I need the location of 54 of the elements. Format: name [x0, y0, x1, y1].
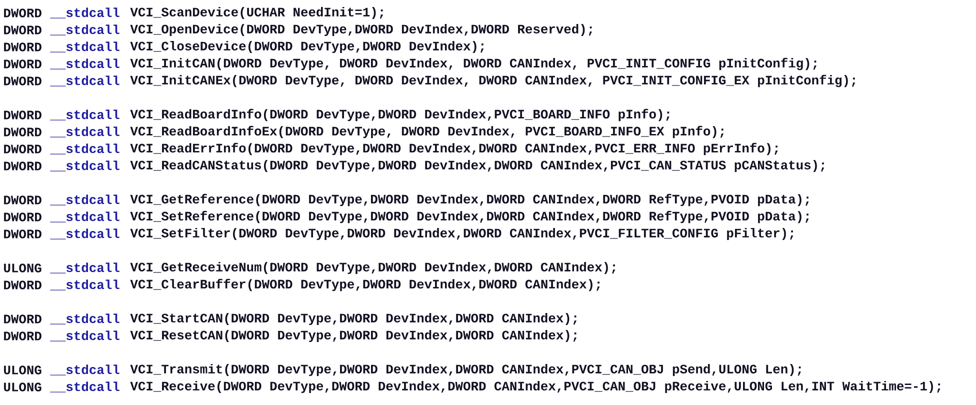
calling-convention: __stdcall	[50, 110, 120, 120]
function-signature: VCI_GetReference(DWORD DevType,DWORD DevIndex,DWORD CANIndex,DWORD RefType,PVOID pData);	[130, 194, 809, 206]
function-signature: VCI_CloseDevice(DWORD DevType,DWORD DevIndex);	[130, 41, 484, 54]
function-signature: VCI_InitCAN(DWORD DevType, DWORD DevIndex, DWORD CANIndex, PVCI_INIT_CONFIG pInitConfig);	[130, 58, 816, 70]
function-signature: VCI_StartCAN(DWORD DevType,DWORD DevIndex,DWORD CANIndex);	[130, 313, 576, 326]
return-type: DWORD	[4, 230, 42, 238]
calling-convention: __stdcall	[50, 280, 120, 290]
function-signature: VCI_ResetCAN(DWORD DevType,DWORD DevIndex,DWORD CANIndex);	[130, 330, 576, 342]
function-signature: VCI_Transmit(DWORD DevType,DWORD DevIndex,DWORD CANIndex,PVCI_CAN_OBJ pSend,ULONG Len);	[130, 364, 801, 376]
calling-convention: __stdcall	[50, 76, 120, 86]
return-type: ULONG	[4, 264, 42, 272]
calling-convention: __stdcall	[50, 8, 120, 18]
return-type: DWORD	[4, 162, 42, 170]
function-signature: VCI_Receive(DWORD DevType,DWORD DevIndex,DWORD CANIndex,PVCI_CAN_OBJ pReceive,ULONG Len,INT WaitTime=-1);	[130, 381, 940, 394]
calling-convention: __stdcall	[50, 364, 120, 376]
return-type: DWORD	[4, 332, 42, 340]
calling-convention: __stdcall	[50, 160, 120, 172]
calling-convention: __stdcall	[50, 24, 120, 36]
function-signature: VCI_InitCANEx(DWORD DevType, DWORD DevIndex, DWORD CANIndex, PVCI_INIT_CONFIG_EX pInitConfig);	[130, 74, 856, 88]
calling-convention: __stdcall	[50, 58, 120, 70]
return-type: DWORD	[4, 144, 42, 154]
calling-convention: __stdcall	[50, 228, 120, 240]
return-type: DWORD	[4, 26, 42, 34]
calling-convention: __stdcall	[50, 262, 120, 274]
return-type: DWORD	[4, 280, 42, 290]
function-signature: VCI_ReadCANStatus(DWORD DevType,DWORD DevIndex,DWORD CANIndex,PVCI_CAN_STATUS pCANStatus);	[130, 160, 824, 172]
return-type: ULONG	[4, 366, 42, 374]
function-signature: VCI_ClearBuffer(DWORD DevType,DWORD DevIndex,DWORD CANIndex);	[130, 278, 600, 292]
function-signature: VCI_SetReference(DWORD DevType,DWORD DevIndex,DWORD CANIndex,DWORD RefType,PVOID pData);	[130, 210, 809, 224]
calling-convention: __stdcall	[50, 314, 120, 324]
calling-convention: __stdcall	[50, 194, 120, 206]
function-signature: VCI_GetReceiveNum(DWORD DevType,DWORD DevIndex,DWORD CANIndex);	[130, 262, 616, 274]
function-signature: VCI_ScanDevice(UCHAR NeedInit=1);	[130, 7, 383, 20]
return-type: DWORD	[4, 60, 42, 68]
return-type: DWORD	[4, 196, 42, 204]
calling-convention: __stdcall	[50, 126, 120, 138]
return-type: DWORD	[4, 314, 42, 324]
return-type: DWORD	[4, 212, 42, 222]
function-signature: VCI_ReadBoardInfo(DWORD DevType,DWORD DevIndex,PVCI_BOARD_INFO pInfo);	[130, 108, 670, 122]
return-type: DWORD	[4, 76, 42, 86]
return-type: DWORD	[4, 42, 42, 52]
calling-convention: __stdcall	[50, 42, 120, 52]
calling-convention: __stdcall	[50, 212, 120, 222]
return-type: DWORD	[4, 128, 42, 136]
calling-convention: __stdcall	[50, 382, 120, 392]
function-signature: VCI_SetFilter(DWORD DevType,DWORD DevIndex,DWORD CANIndex,PVCI_FILTER_CONFIG pFilter);	[130, 228, 794, 240]
return-type: DWORD	[4, 110, 42, 120]
calling-convention: __stdcall	[50, 144, 120, 154]
function-signature: VCI_OpenDevice(DWORD DevType,DWORD DevIndex,DWORD Reserved);	[130, 24, 592, 36]
return-type: DWORD	[4, 8, 42, 18]
function-signature: VCI_ReadBoardInfoEx(DWORD DevType, DWORD DevIndex, PVCI_BOARD_INFO_EX pInfo);	[130, 126, 724, 138]
function-signature: VCI_ReadErrInfo(DWORD DevType,DWORD DevIndex,DWORD CANIndex,PVCI_ERR_INFO pErrInfo);	[130, 142, 778, 156]
calling-convention: __stdcall	[50, 330, 120, 342]
return-type: ULONG	[4, 382, 42, 392]
